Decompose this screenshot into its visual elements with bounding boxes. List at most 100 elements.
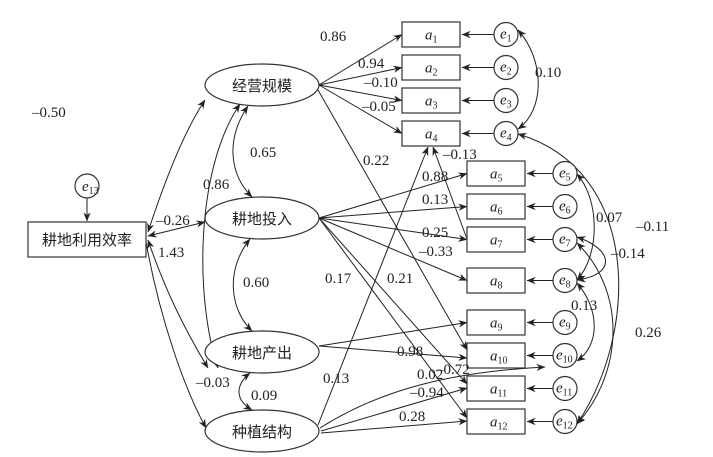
coef-L1-a3: –0.10 <box>363 75 398 91</box>
indicator-a1 <box>401 21 461 48</box>
loading-L4-e10 <box>319 363 546 429</box>
indicator-label-a1: a1 <box>425 28 438 46</box>
coef-L2-a12: 0.17 <box>325 271 352 287</box>
cov-L2-L3 <box>232 238 253 332</box>
cov-e8-e10 <box>576 282 595 362</box>
error-circle-e4 <box>493 120 519 147</box>
cov-L1-L3 <box>202 103 241 369</box>
indicator-a3 <box>401 87 461 114</box>
coef-L4-a12: 0.28 <box>399 409 425 425</box>
coef-y-L2: –0.26 <box>155 213 190 229</box>
coef-L1-a2: 0.94 <box>358 56 385 72</box>
latent-L1 <box>204 63 320 107</box>
error-label-e12: e12 <box>556 414 573 432</box>
error-label-e9: e9 <box>559 315 571 333</box>
error-label-e8: e8 <box>559 273 571 291</box>
coef-L1-a10: 0.22 <box>363 153 389 169</box>
cov-e6-e8 <box>576 173 595 281</box>
indicator-a12 <box>466 408 526 435</box>
error-circle-e8 <box>552 267 578 294</box>
coefficient-labels: –0.50–0.261.43–0.030.650.860.600.090.860… <box>31 29 669 425</box>
coef-L1-a1: 0.86 <box>320 29 347 45</box>
error-circle-e2 <box>493 54 519 81</box>
cov-e7-e12 <box>576 242 614 425</box>
loading-L1-a10 <box>317 89 468 351</box>
coef-e7-e12: 0.26 <box>635 325 662 341</box>
indicator-a8 <box>466 267 526 294</box>
coef-L2-a5: 0.88 <box>422 169 448 185</box>
coef-L1-a4: –0.05 <box>361 99 396 115</box>
loading-L2-a7 <box>318 217 468 242</box>
indicator-a6 <box>466 193 526 220</box>
indicator-a4 <box>401 120 461 147</box>
latent-L4 <box>204 409 320 453</box>
cov-e1-e4 <box>517 29 539 130</box>
cov-e7-e8 <box>576 236 606 283</box>
coef-e1-e4: 0.10 <box>535 65 561 81</box>
error-label-e13: e13 <box>82 179 99 197</box>
coef-L2-a6: 0.13 <box>422 192 448 208</box>
latent-L1-label: 经营规模 <box>232 77 292 95</box>
latent-L2-label: 耕地投入 <box>232 210 292 228</box>
path-y-L4 <box>145 241 207 429</box>
latent-L4-label: 种植结构 <box>232 423 292 441</box>
error-circle-e6 <box>552 193 578 220</box>
indicator-label-a11: a11 <box>490 382 507 400</box>
error-circle-e11 <box>552 375 578 402</box>
coef-L2-L3: 0.60 <box>243 275 269 291</box>
loading-L4-a12 <box>320 418 468 434</box>
indicator-a10 <box>466 342 526 369</box>
loading-L4-a11 <box>320 386 468 432</box>
error-label-e1: e1 <box>500 27 512 45</box>
indicator-label-a9: a9 <box>490 316 503 334</box>
latent-L2 <box>204 196 320 240</box>
coef-e8-e10: 0.13 <box>571 298 597 314</box>
coef-y-L4: –0.03 <box>195 375 230 391</box>
loading-L3-a9 <box>318 320 468 347</box>
error-label-e4: e4 <box>500 126 512 144</box>
coef-L1-L3: 0.86 <box>203 177 230 193</box>
error-label-e3: e3 <box>500 93 512 111</box>
error-label-e2: e2 <box>500 60 512 78</box>
coef-L2-a7: 0.25 <box>422 225 448 241</box>
error-circle-e7 <box>552 226 578 253</box>
cov-e4-e12 <box>517 132 620 425</box>
error-circle-e10 <box>552 342 578 369</box>
coef-y-L3: 1.43 <box>158 245 184 261</box>
indicator-label-a2: a2 <box>425 61 438 79</box>
coef-L2-a8: –0.33 <box>418 244 453 260</box>
indicator-label-a10: a10 <box>490 349 508 367</box>
coef-e6-e8: 0.07 <box>596 210 623 226</box>
loading-L2-a5 <box>318 172 468 219</box>
loading-L4-a4 <box>317 146 429 426</box>
coef-L4-a11: –0.94 <box>409 385 444 401</box>
coef-L2-a11: 0.21 <box>387 271 413 287</box>
cov-L3-L4 <box>238 372 253 411</box>
coef-e4-e12: –0.11 <box>635 219 669 235</box>
path-y-L2 <box>147 220 206 238</box>
error-label-e7: e7 <box>559 232 571 250</box>
nodes: 耕地利用效率 e13 经营规模 耕地投入 耕地产出 种植结构 <box>27 63 320 453</box>
coef-y-L1: –0.50 <box>31 105 66 121</box>
coef-L3-a10: 0.02 <box>417 367 443 383</box>
outcome-box <box>27 221 147 258</box>
indicator-label-a5: a5 <box>490 167 503 185</box>
loading-L2-a12 <box>318 217 468 419</box>
path-y-L1 <box>147 99 206 233</box>
loading-L3-a10 <box>318 345 468 361</box>
error-circle-e3 <box>493 87 519 114</box>
coef-e7-e8: –0.14 <box>610 246 645 262</box>
indicator-label-a4: a4 <box>425 127 438 145</box>
loading-L1-a1 <box>318 34 403 86</box>
loading-L1-a2 <box>318 65 403 86</box>
error-circle-e5 <box>552 160 578 187</box>
error-label-e11: e11 <box>556 381 572 399</box>
coef-L3-a9: 0.98 <box>397 344 423 360</box>
error-circle-e1 <box>493 21 519 48</box>
path-y-L3 <box>147 239 209 369</box>
loading-L2-a8 <box>318 217 468 281</box>
indicator-label-a12: a12 <box>490 415 508 433</box>
error-circle-e12 <box>552 408 578 435</box>
error-label-e6: e6 <box>559 199 571 217</box>
